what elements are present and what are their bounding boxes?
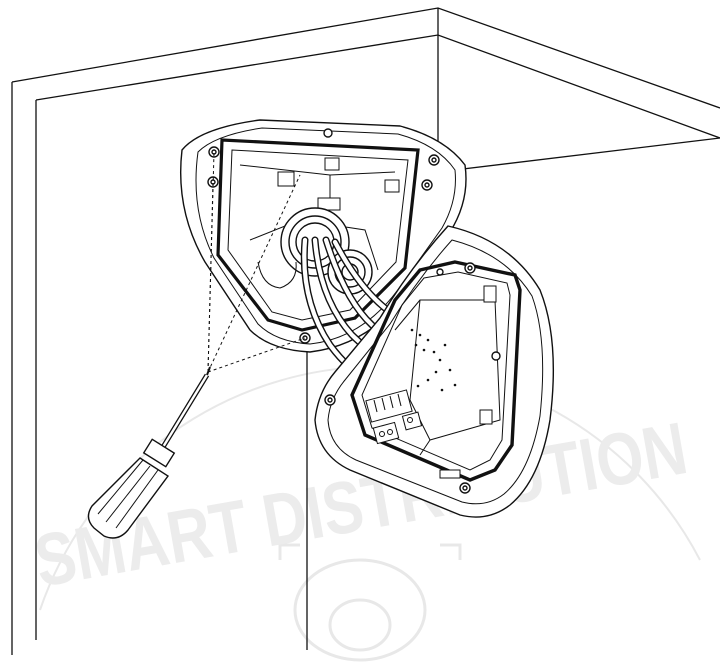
room-corner bbox=[11, 7, 720, 655]
pcb-dots bbox=[410, 328, 457, 392]
guide-lines bbox=[207, 151, 306, 373]
camera-housing bbox=[314, 225, 555, 518]
terminal-blocks bbox=[365, 389, 423, 445]
screwdriver-icon bbox=[87, 366, 211, 539]
